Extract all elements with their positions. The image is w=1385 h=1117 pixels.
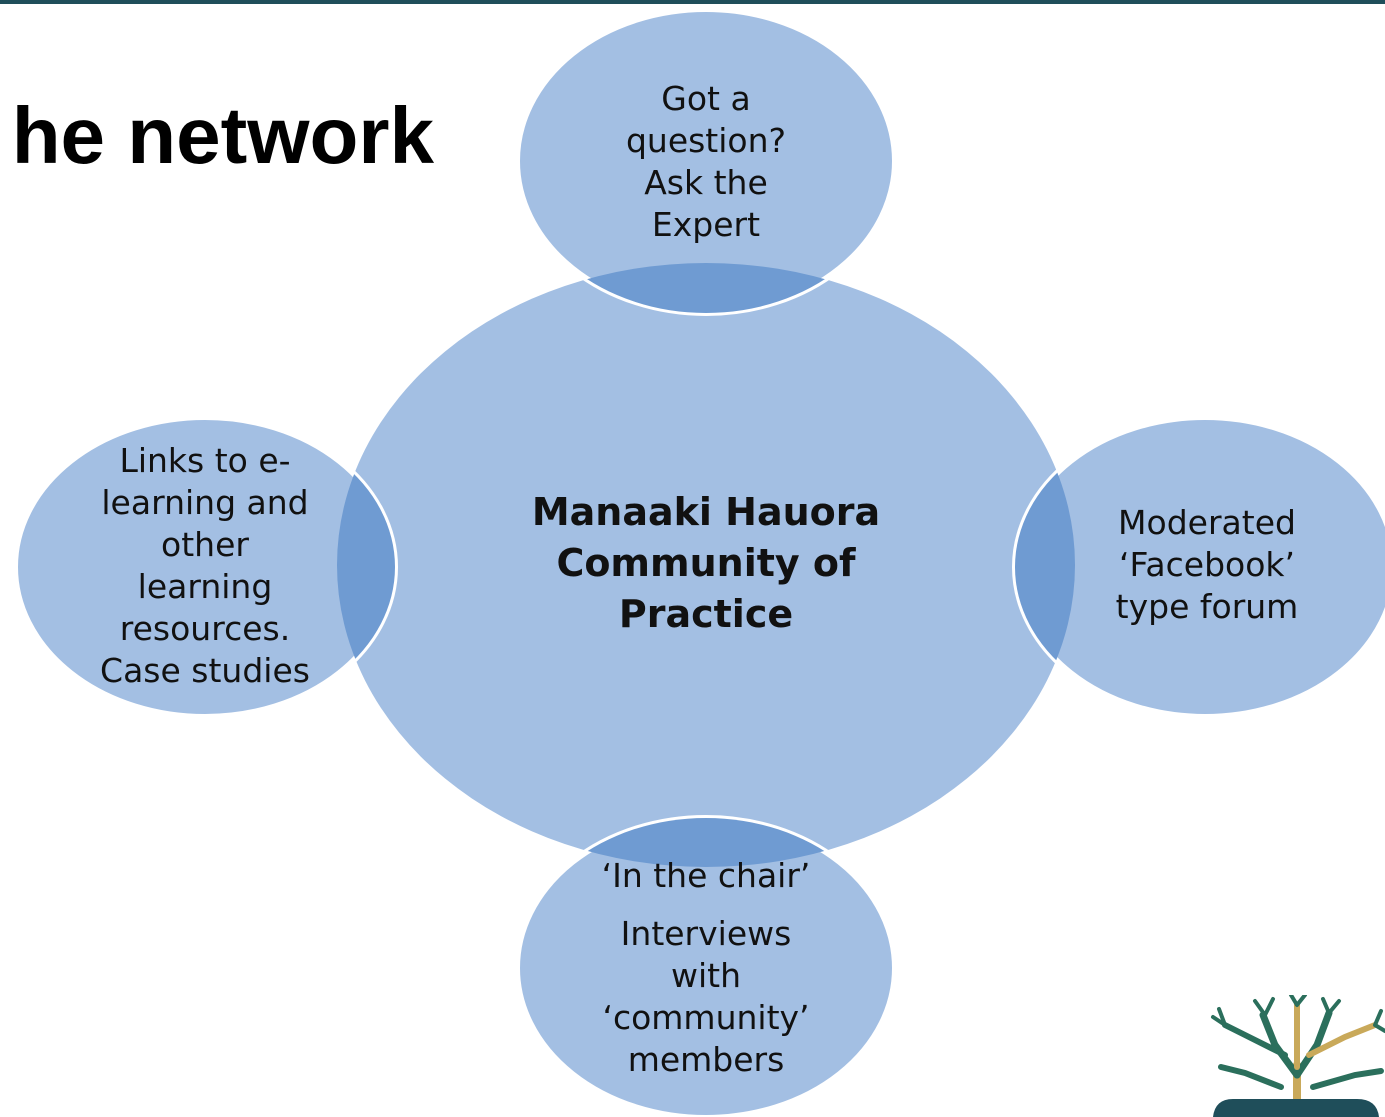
page-title-text: he network xyxy=(11,91,434,180)
center-label-line: Manaaki Hauora xyxy=(531,490,881,534)
bottom-label-line: members xyxy=(627,1040,785,1079)
center-circle-label: Manaaki Hauora Community of Practice xyxy=(456,487,956,640)
left-label-line: learning and xyxy=(101,483,309,522)
top-label-line: question? xyxy=(625,121,787,160)
left-label-line: Case studies xyxy=(100,651,310,690)
right-circle-label: Moderated ‘Facebook’ type forum xyxy=(1057,502,1357,628)
center-circle xyxy=(337,263,1075,867)
top-label-line: Ask the xyxy=(644,163,768,202)
bottom-label-line: ‘community’ xyxy=(602,998,810,1037)
bottom-circle-label: ‘In the chair’ Interviews with ‘communit… xyxy=(556,855,856,1081)
right-label-line: Moderated xyxy=(1118,503,1296,542)
right-circle xyxy=(1012,414,1385,720)
top-label-line: Expert xyxy=(651,205,761,244)
right-label-line: type forum xyxy=(1115,587,1299,626)
left-label-line: resources. xyxy=(119,609,291,648)
left-circle xyxy=(12,414,398,720)
left-label-line: learning xyxy=(137,567,273,606)
top-label-line: Got a xyxy=(661,79,751,118)
page-title: he network xyxy=(0,86,470,186)
bottom-label-line: with xyxy=(670,956,741,995)
center-label-line: Practice xyxy=(618,592,794,636)
top-circle xyxy=(514,6,898,316)
bottom-label-line: Interviews xyxy=(620,914,792,953)
tree-logo-icon xyxy=(1211,995,1385,1117)
center-label-line: Community of xyxy=(556,541,856,585)
right-label-line: ‘Facebook’ xyxy=(1118,545,1296,584)
left-circle-label: Links to e- learning and other learning … xyxy=(55,440,355,692)
left-label-line: other xyxy=(161,525,249,564)
bottom-circle xyxy=(514,815,898,1117)
bottom-label-line: ‘In the chair’ xyxy=(601,856,811,895)
top-bar xyxy=(0,0,1385,4)
top-circle-label: Got a question? Ask the Expert xyxy=(556,78,856,246)
left-label-line: Links to e- xyxy=(119,441,291,480)
